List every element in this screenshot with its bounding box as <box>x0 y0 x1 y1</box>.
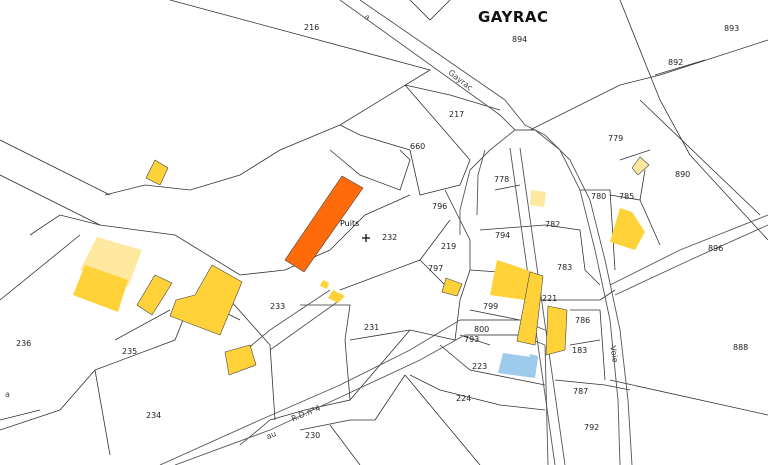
parcel-890[interactable]: 890 <box>675 170 691 179</box>
parcel-888[interactable]: 888 <box>733 343 749 352</box>
buildings <box>73 156 650 378</box>
parcel-786[interactable]: 786 <box>575 316 591 325</box>
parcel-780[interactable]: 780 <box>591 192 607 201</box>
parcel-183[interactable]: 183 <box>572 346 588 355</box>
parcel-236[interactable]: 236 <box>16 339 32 348</box>
cross-marker <box>362 234 370 242</box>
parcel-778[interactable]: 778 <box>494 175 510 184</box>
parcel-797[interactable]: 797 <box>428 264 444 273</box>
parcel-217[interactable]: 217 <box>449 110 465 119</box>
parcel-894[interactable]: 894 <box>512 35 528 44</box>
parcel-221[interactable]: 221 <box>542 294 558 303</box>
parcel-800[interactable]: 800 <box>474 325 490 334</box>
place-name: GAYRAC <box>478 8 549 26</box>
parcel-233[interactable]: 233 <box>270 302 286 311</box>
parcel-892[interactable]: 892 <box>668 58 684 67</box>
road-network <box>159 0 768 465</box>
parcel-796[interactable]: 796 <box>432 202 448 211</box>
parcel-231[interactable]: 231 <box>364 323 380 332</box>
parcel-219[interactable]: 219 <box>441 242 457 251</box>
parcel-230[interactable]: 230 <box>305 431 321 440</box>
parcel-235[interactable]: 235 <box>122 347 138 356</box>
parcel-785[interactable]: 785 <box>619 192 635 201</box>
parcel-783[interactable]: 783 <box>557 263 573 272</box>
parcel-794[interactable]: 794 <box>495 231 511 240</box>
road-label-a-left: a <box>5 390 10 399</box>
parcel-799[interactable]: 799 <box>483 302 499 311</box>
parcel-782[interactable]: 782 <box>545 220 561 229</box>
puits-label: Puits <box>340 219 360 228</box>
parcel-232[interactable]: 232 <box>382 233 398 242</box>
parcel-660[interactable]: 660 <box>410 142 426 151</box>
parcel-223[interactable]: 223 <box>472 362 488 371</box>
parcel-792[interactable]: 792 <box>584 423 600 432</box>
parcel-896[interactable]: 896 <box>708 244 724 253</box>
parcel-779[interactable]: 779 <box>608 134 624 143</box>
parcel-224[interactable]: 224 <box>456 394 472 403</box>
parcel-893[interactable]: 893 <box>724 24 740 33</box>
parcel-216[interactable]: 216 <box>304 23 320 32</box>
parcel-793[interactable]: 793 <box>464 335 480 344</box>
parcel-234[interactable]: 234 <box>146 411 162 420</box>
parcel-787[interactable]: 787 <box>573 387 589 396</box>
